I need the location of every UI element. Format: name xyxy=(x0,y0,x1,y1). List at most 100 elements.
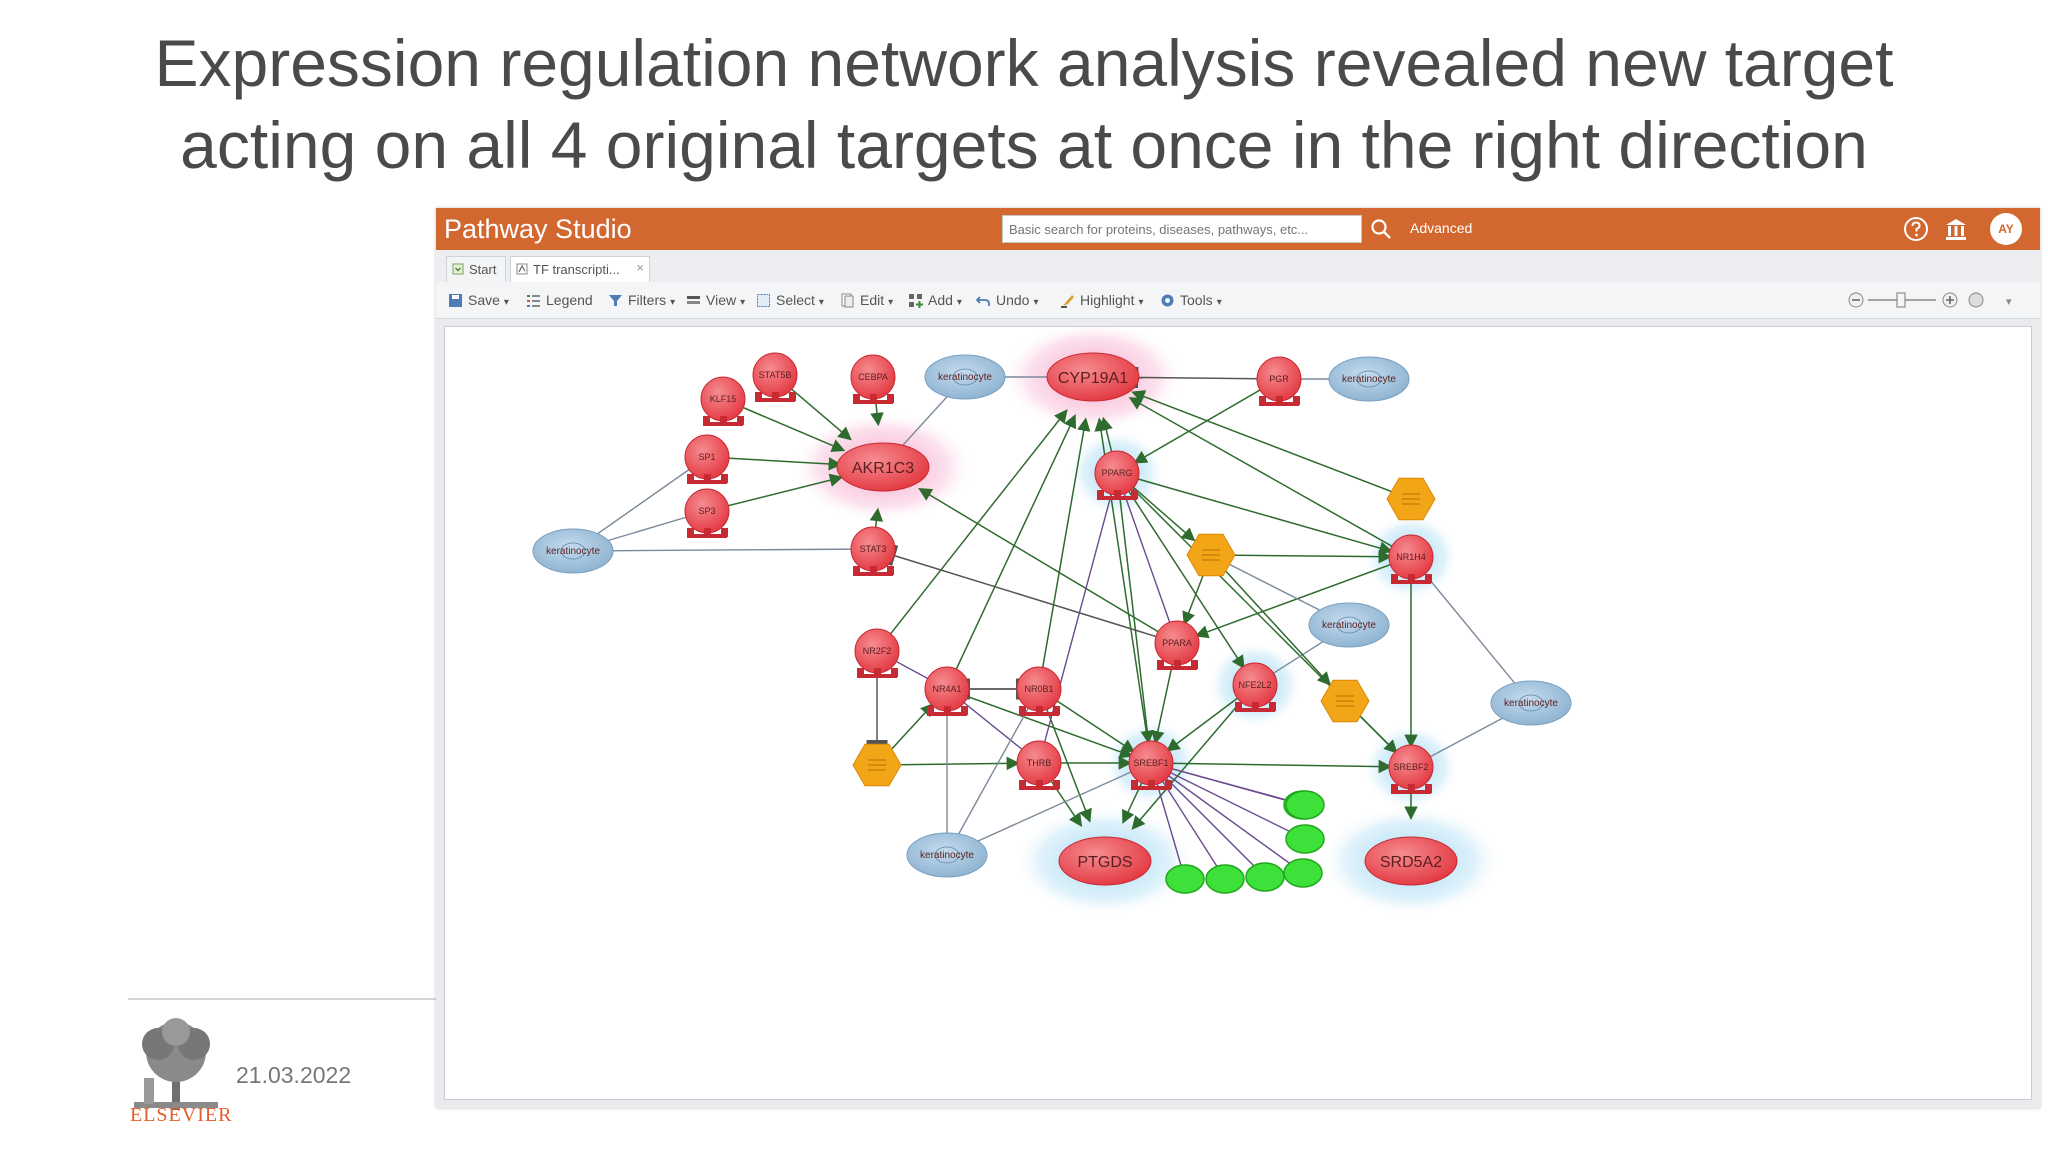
add-icon xyxy=(909,294,923,308)
node-stat3-stat3[interactable]: STAT3 xyxy=(850,526,896,576)
edge-srebf1-g3[interactable] xyxy=(1150,762,1304,874)
edge-nr1h4-ppara[interactable] xyxy=(1194,556,1412,639)
save-button[interactable]: Save▾ xyxy=(448,292,509,308)
edge-nr2f2-cyp19a1[interactable] xyxy=(876,409,1068,652)
node-green-g7[interactable] xyxy=(1285,790,1325,820)
save-label: Save xyxy=(468,292,500,308)
node-label-thrb: THRB xyxy=(1027,758,1052,768)
node-keratinocyte-kc1[interactable]: keratinocyte xyxy=(532,528,614,574)
tab-start[interactable]: Start xyxy=(446,256,506,282)
node-pparg-pparg[interactable]: PPARG xyxy=(1094,450,1140,500)
edge-pgr-cyp19a1[interactable] xyxy=(1133,366,1280,388)
node-small-sm3[interactable] xyxy=(1320,679,1370,723)
node-ppara-ppara[interactable]: PPARA xyxy=(1154,620,1200,670)
node-green-g6[interactable] xyxy=(1165,864,1205,894)
tools-icon xyxy=(1161,294,1174,307)
highlight-button[interactable]: Highlight▾ xyxy=(1060,292,1144,308)
node-srd5a2-srd5a2[interactable]: SRD5A2 xyxy=(1364,836,1458,886)
node-keratinocyte-kc4[interactable]: keratinocyte xyxy=(1308,602,1390,648)
node-small-sm1[interactable] xyxy=(1386,477,1436,521)
node-thrb-thrb[interactable]: THRB xyxy=(1016,740,1062,790)
edge-nr0b1-cyp19a1[interactable] xyxy=(1038,417,1091,690)
node-keratinocyte-kc5[interactable]: keratinocyte xyxy=(906,832,988,878)
edge-kc5-srebf1[interactable] xyxy=(946,762,1152,856)
edge-nr1h4-cyp19a1[interactable] xyxy=(1128,397,1412,558)
node-green-g4[interactable] xyxy=(1245,862,1285,892)
edge-sm1-cyp19a1[interactable] xyxy=(1131,390,1412,500)
node-nr2f2-nr2f2[interactable]: NR2F2 xyxy=(854,628,900,678)
edge-pparg-nfe2l2[interactable] xyxy=(1116,472,1245,670)
view-button[interactable]: View▾ xyxy=(686,292,745,308)
edge-pparg-srebf1[interactable] xyxy=(1116,472,1154,745)
network-icon xyxy=(516,263,528,275)
node-small-sm4[interactable] xyxy=(852,743,902,787)
node-green-g2[interactable] xyxy=(1285,824,1325,854)
undo-button[interactable]: Undo▾ xyxy=(976,292,1039,308)
node-sp1-sp1[interactable]: SP1 xyxy=(684,434,730,484)
add-button[interactable]: Add▾ xyxy=(908,292,962,308)
node-keratinocyte-kc6[interactable]: keratinocyte xyxy=(1490,680,1572,726)
edge-srebf1-srebf2[interactable] xyxy=(1150,759,1393,774)
node-keratinocyte-kc3[interactable]: keratinocyte xyxy=(1328,356,1410,402)
edge-srebf1-g5[interactable] xyxy=(1150,762,1226,880)
advanced-search-link[interactable]: Advanced xyxy=(1410,220,1473,236)
node-cyp19a1-cyp19a1[interactable]: CYP19A1 xyxy=(1046,352,1140,402)
node-akr1c3-akr1c3[interactable]: AKR1C3 xyxy=(836,442,930,492)
edge-kc1-stat3[interactable] xyxy=(572,548,874,552)
edge-pparg-nr1h4[interactable] xyxy=(1116,472,1393,555)
node-pgr-pgr[interactable]: PGR xyxy=(1256,356,1302,406)
node-cebpa-cebpa[interactable]: CEBPA xyxy=(850,354,896,404)
node-green-g3[interactable] xyxy=(1283,858,1323,888)
library-icon[interactable] xyxy=(1942,215,1970,243)
node-label-srd5a2: SRD5A2 xyxy=(1380,854,1442,871)
edge-kc5-nr0b1[interactable] xyxy=(946,688,1040,856)
legend-button[interactable]: Legend xyxy=(526,292,593,308)
tab-tf-label: TF transcripti... xyxy=(533,262,620,277)
node-nr4a1-nr4a1[interactable]: NR4A1 xyxy=(924,666,970,716)
node-nr1h4-nr1h4[interactable]: NR1H4 xyxy=(1388,534,1434,584)
select-button[interactable]: Select▾ xyxy=(756,292,824,308)
tools-button[interactable]: Tools▾ xyxy=(1160,292,1222,308)
zoom-handle[interactable] xyxy=(1896,292,1906,308)
search-icon[interactable] xyxy=(1368,216,1394,242)
app-brand[interactable]: Pathway Studio xyxy=(444,214,632,244)
node-stat5b-stat5b[interactable]: STAT5B xyxy=(752,352,798,402)
node-keratinocyte-kc2[interactable]: keratinocyte xyxy=(924,354,1006,400)
zoom-slider[interactable]: ▾ xyxy=(1846,290,2026,310)
save-icon xyxy=(449,294,462,307)
edge-nr0b1-ptgds[interactable] xyxy=(1038,688,1092,823)
node-label-stat3: STAT3 xyxy=(860,544,887,554)
help-icon[interactable] xyxy=(1902,215,1930,243)
tab-close-icon[interactable]: × xyxy=(636,260,644,275)
edit-button[interactable]: Edit▾ xyxy=(840,292,893,308)
node-nr0b1-nr0b1[interactable]: NR0B1 xyxy=(1016,666,1062,716)
edge-nr4a1-srebf1[interactable] xyxy=(946,688,1134,759)
search-input[interactable] xyxy=(1002,215,1362,243)
edge-ppara-stat3[interactable] xyxy=(887,544,1178,644)
filter-icon xyxy=(609,295,622,306)
fit-view-icon[interactable] xyxy=(1968,292,1984,308)
edge-sp3-akr1c3[interactable] xyxy=(706,473,844,512)
edge-nr4a1-cyp19a1[interactable] xyxy=(946,414,1077,690)
node-ptgds-ptgds[interactable]: PTGDS xyxy=(1058,836,1152,886)
tab-tf-transcription[interactable]: TF transcripti... × xyxy=(510,256,650,282)
edge-pparg-ppara[interactable] xyxy=(1116,472,1178,644)
node-srebf1-srebf1[interactable]: SREBF1 xyxy=(1128,740,1174,790)
edge-srebf1-g7[interactable] xyxy=(1150,762,1306,806)
node-nfe2l2-nfe2l2[interactable]: NFE2L2 xyxy=(1232,662,1278,712)
node-label-cebpa: CEBPA xyxy=(858,372,888,382)
node-sp3-sp3[interactable]: SP3 xyxy=(684,488,730,538)
edge-sm2-sm3[interactable] xyxy=(1210,554,1331,686)
filters-button[interactable]: Filters▾ xyxy=(608,292,675,308)
node-green-g5[interactable] xyxy=(1205,864,1245,894)
node-small-sm2[interactable] xyxy=(1186,533,1236,577)
edge-sm2-nr1h4[interactable] xyxy=(1210,549,1393,564)
node-klf15-klf15[interactable]: KLF15 xyxy=(700,376,746,426)
home-icon xyxy=(452,263,464,275)
edge-nfe2l2-ptgds[interactable] xyxy=(1131,684,1256,830)
user-avatar[interactable]: AY xyxy=(1990,213,2022,245)
edge-srebf1-g2[interactable] xyxy=(1150,762,1306,840)
node-srebf2-srebf2[interactable]: SREBF2 xyxy=(1388,744,1434,794)
